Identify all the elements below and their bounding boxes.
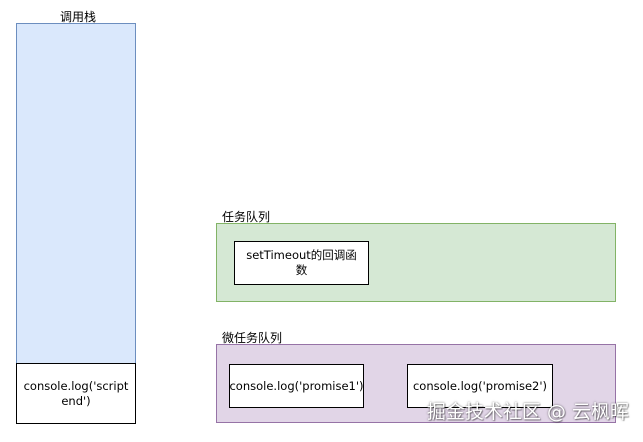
call-stack-panel [16, 23, 136, 364]
watermark: 掘金技术社区 @ 云枫晖 [426, 401, 629, 423]
microtask-queue-item: console.log('promise2') [407, 364, 553, 408]
call-stack-title: 调用栈 [60, 10, 97, 24]
task-queue-item: setTimeout的回调函数 [234, 241, 369, 285]
microtask-queue-title: 微任务队列 [222, 331, 283, 345]
stack-frame: console.log('script end') [16, 363, 136, 424]
microtask-queue-item: console.log('promise1') [229, 364, 364, 408]
task-queue-title: 任务队列 [222, 210, 271, 224]
